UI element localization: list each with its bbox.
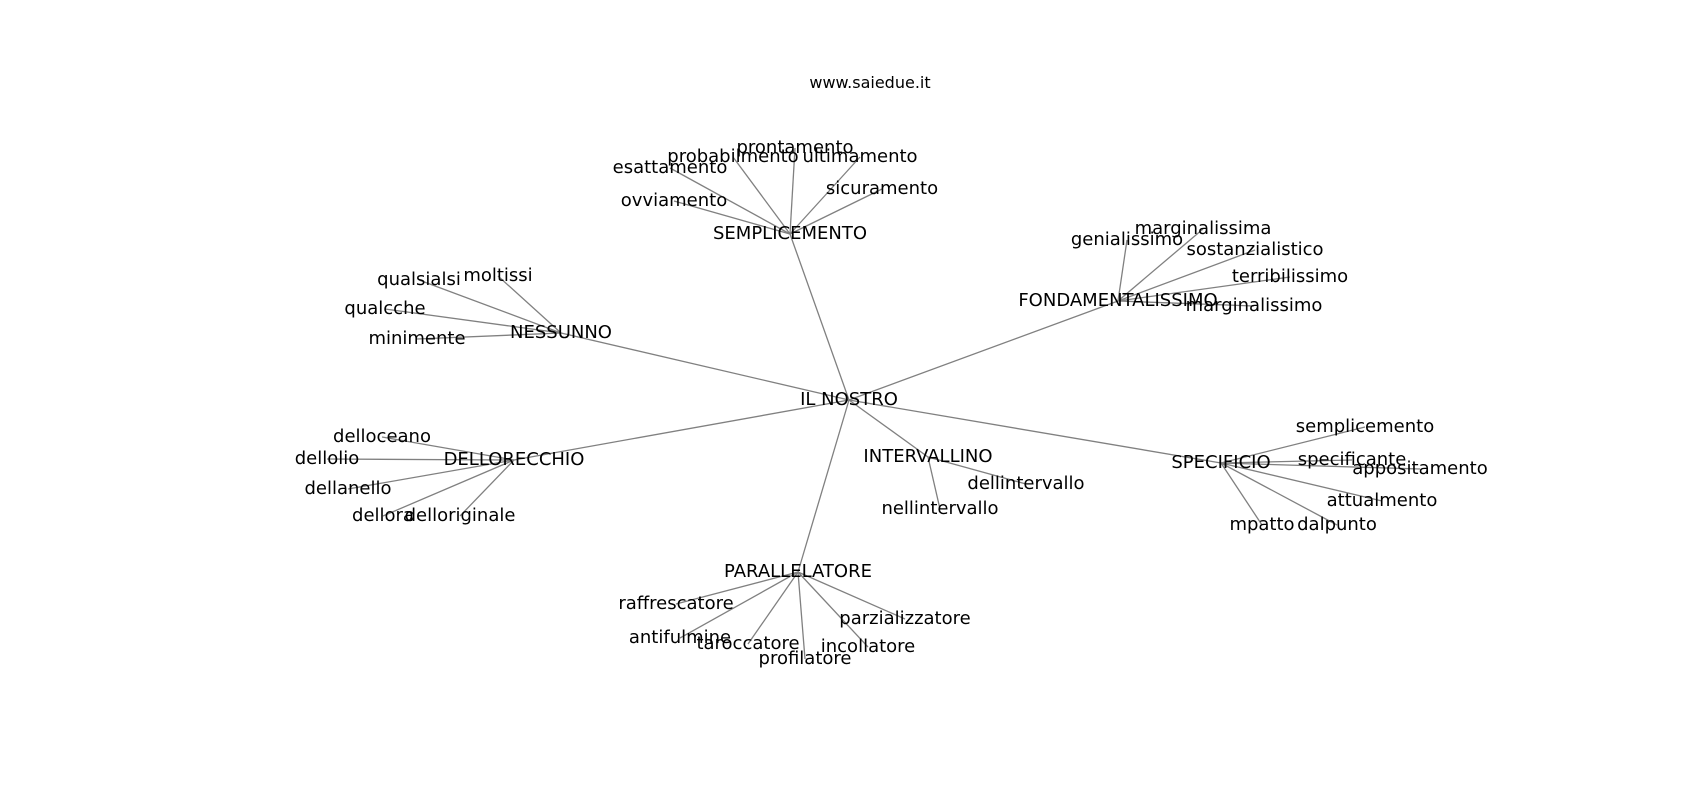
edge-hub-leaf bbox=[669, 167, 791, 235]
leaf-node-label: raffrescatore bbox=[618, 593, 733, 614]
edge-hub-leaf bbox=[347, 459, 515, 490]
edge-hub-leaf bbox=[797, 571, 869, 648]
site-label: www.saiedue.it bbox=[809, 73, 930, 92]
leaf-node-label: dellanello bbox=[304, 478, 391, 499]
leaf-node-label: delloriginale bbox=[405, 505, 516, 526]
hub-node-label: NESSUNNO bbox=[510, 322, 612, 343]
edge-root-hub bbox=[797, 399, 850, 573]
edge-hub-leaf bbox=[1117, 276, 1291, 302]
leaf-node-label: ovviamento bbox=[621, 190, 727, 211]
leaf-node-label: dellintervallo bbox=[967, 473, 1084, 494]
edge-hub-leaf bbox=[1220, 426, 1366, 464]
leaf-node-label: dellora bbox=[352, 505, 414, 526]
hub-node-label: PARALLELATORE bbox=[724, 561, 872, 582]
edge-root-hub bbox=[789, 233, 850, 401]
edge-root-hub bbox=[513, 399, 850, 461]
leaf-node-label: delloceano bbox=[333, 426, 431, 447]
leaf-node-label: attualmento bbox=[1327, 490, 1438, 511]
edge-hub-leaf bbox=[1117, 239, 1128, 302]
leaf-node-label: prontamento bbox=[736, 137, 853, 158]
leaf-node-label: incollatore bbox=[821, 636, 916, 657]
leaf-node-label: parzializzatore bbox=[839, 608, 970, 629]
leaf-node-label: specificante bbox=[1298, 449, 1407, 470]
edge-hub-leaf bbox=[927, 456, 941, 510]
leaf-node-label: taroccatore bbox=[696, 633, 799, 654]
leaf-node-label: minimente bbox=[368, 328, 465, 349]
edge-hub-leaf bbox=[1220, 459, 1353, 464]
edge-hub-leaf bbox=[679, 571, 799, 639]
edge-hub-leaf bbox=[416, 332, 562, 340]
leaf-node-label: genialissimo bbox=[1071, 229, 1183, 250]
leaf-node-label: ultimamento bbox=[802, 146, 917, 167]
edge-hub-leaf bbox=[459, 459, 515, 517]
edge-hub-leaf bbox=[927, 456, 1027, 485]
leaf-node-label: profilatore bbox=[759, 648, 852, 669]
edge-hub-leaf bbox=[732, 156, 791, 235]
edge-hub-leaf bbox=[326, 458, 515, 461]
edge-root-hub bbox=[848, 399, 1222, 464]
leaf-node-label: marginalissimo bbox=[1186, 295, 1323, 316]
edge-hub-leaf bbox=[1220, 462, 1383, 502]
leaf-node-label: nellintervallo bbox=[881, 498, 998, 519]
leaf-node-label: esattamento bbox=[613, 157, 728, 178]
edge-hub-leaf bbox=[1117, 300, 1255, 307]
edge-hub-leaf bbox=[1220, 462, 1263, 526]
edge-hub-leaf bbox=[797, 571, 806, 660]
edge-hub-leaf bbox=[382, 459, 515, 517]
edge-hub-leaf bbox=[1220, 462, 1338, 526]
leaf-node-label: dellolio bbox=[295, 448, 360, 469]
edge-root-hub bbox=[560, 332, 850, 401]
edge-hub-leaf bbox=[1220, 462, 1421, 470]
edge-hub-leaf bbox=[789, 156, 861, 235]
root-node-label: IL NOSTRO bbox=[800, 389, 898, 410]
edge-root-hub bbox=[848, 399, 929, 458]
edge-hub-leaf bbox=[789, 147, 796, 235]
hub-node-label: SPECIFICIO bbox=[1171, 452, 1270, 473]
hub-node-label: INTERVALLINO bbox=[863, 446, 992, 467]
edge-hub-leaf bbox=[1117, 228, 1204, 302]
leaf-node-label: sicuramento bbox=[826, 178, 938, 199]
hub-node-label: DELLORECCHIO bbox=[444, 449, 585, 470]
graph-edges bbox=[326, 147, 1421, 660]
edge-hub-leaf bbox=[497, 275, 562, 334]
leaf-node-label: dalpunto bbox=[1297, 514, 1377, 535]
edge-hub-leaf bbox=[797, 571, 906, 620]
leaf-node-label: qualcche bbox=[344, 298, 425, 319]
edge-hub-leaf bbox=[384, 308, 562, 334]
hub-node-label: SEMPLICEMENTO bbox=[713, 223, 867, 244]
edge-hub-leaf bbox=[418, 279, 562, 334]
graph-labels: IL NOSTRO SEMPLICEMENTO prontamentoprobabi… bbox=[295, 137, 1488, 669]
edge-hub-leaf bbox=[1117, 249, 1256, 302]
leaf-node-label: qualsialsi bbox=[377, 269, 461, 290]
leaf-node-label: sostanzialistico bbox=[1186, 239, 1323, 260]
edge-root-hub bbox=[848, 300, 1119, 401]
leaf-node-label: antifulmine bbox=[629, 627, 731, 648]
leaf-node-label: semplicemento bbox=[1296, 416, 1434, 437]
leaf-node-label: moltissi bbox=[463, 265, 532, 286]
edge-hub-leaf bbox=[747, 571, 799, 645]
hub-node-label: FONDAMENTALISSIMO bbox=[1018, 290, 1217, 311]
edge-hub-leaf bbox=[673, 200, 791, 235]
leaf-node-label: appositamento bbox=[1352, 458, 1487, 479]
leaf-node-label: mpatto bbox=[1229, 514, 1294, 535]
edge-hub-leaf bbox=[381, 436, 515, 461]
leaf-node-label: probabilmento bbox=[667, 146, 798, 167]
edge-hub-leaf bbox=[789, 188, 883, 235]
edge-hub-leaf bbox=[675, 571, 799, 605]
leaf-node-label: marginalissima bbox=[1135, 218, 1272, 239]
leaf-node-label: terribilissimo bbox=[1232, 266, 1348, 287]
